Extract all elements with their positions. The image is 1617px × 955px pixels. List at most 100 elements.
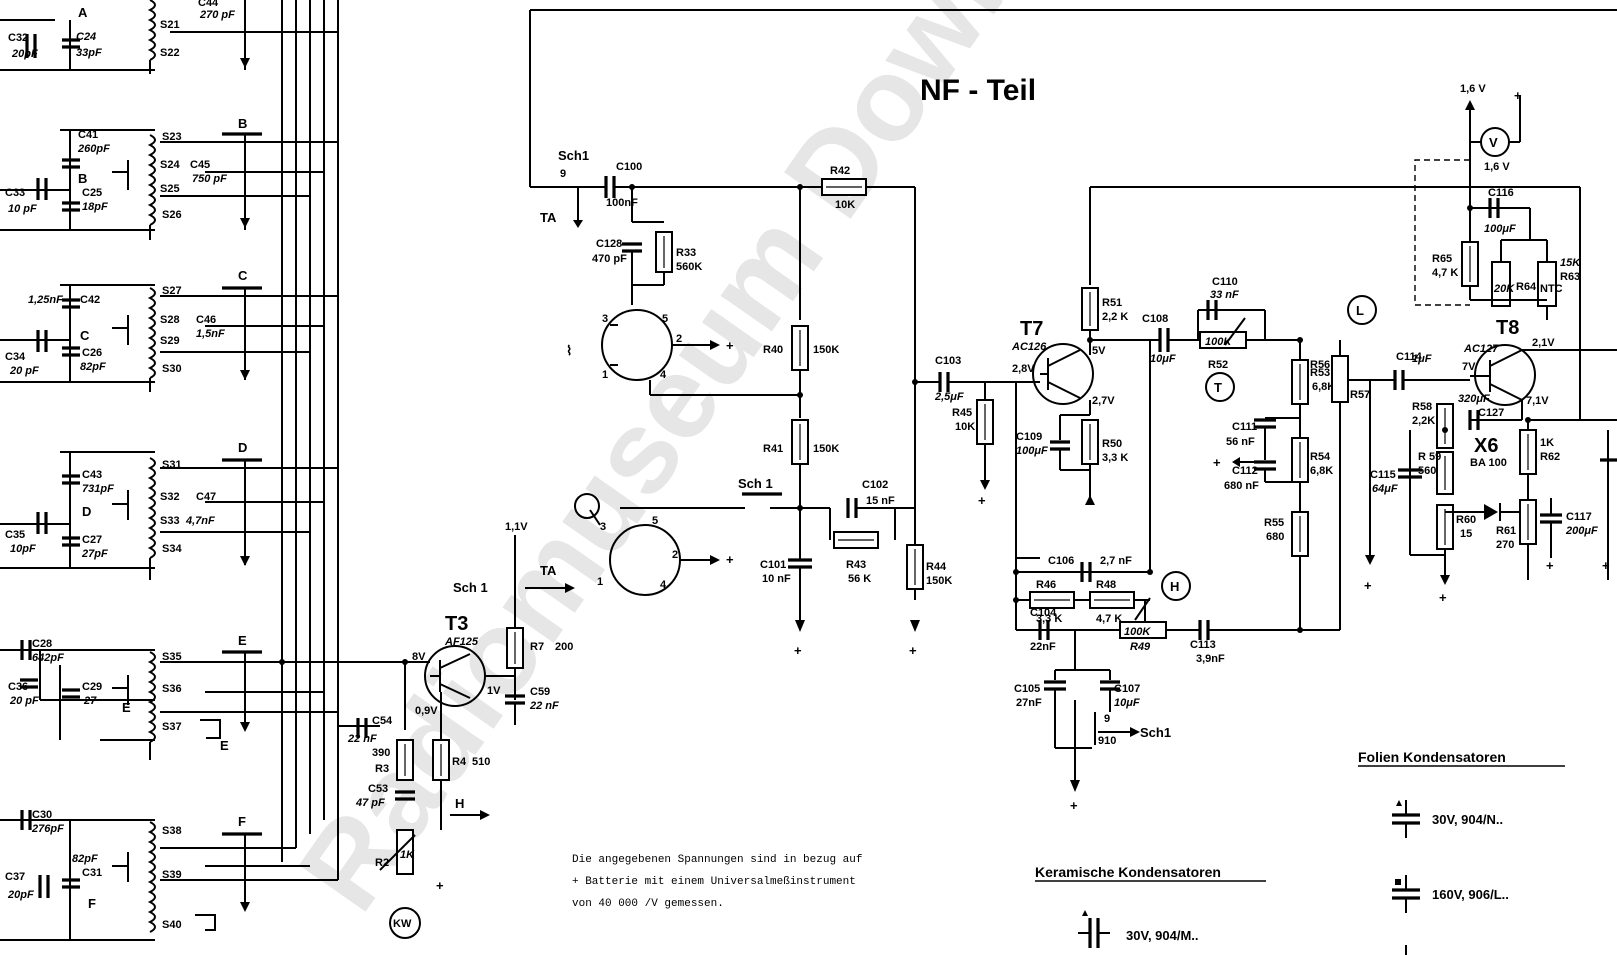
label-s22: S22: [160, 47, 180, 59]
plus-t7: +: [1070, 798, 1078, 813]
legend-foil-item-1: 30V, 904/N..: [1432, 812, 1503, 827]
c59-label: C59: [530, 686, 550, 698]
plus-din1: +: [726, 338, 734, 353]
label-s36: S36: [162, 683, 182, 695]
r54-value: 6,8K: [1310, 465, 1333, 477]
label-s24: S24: [160, 159, 180, 171]
c108-value: 10μF: [1150, 353, 1176, 365]
c108-label: C108: [1142, 313, 1168, 325]
h-marker: H: [1170, 579, 1179, 594]
label-c29: C29: [82, 681, 102, 693]
r59-label: R 59: [1418, 451, 1441, 463]
t8-type: AC127: [1463, 343, 1499, 355]
c105-label: C105: [1014, 683, 1040, 695]
t3-emitter-volt: 1V: [487, 685, 501, 697]
band-a: C32 20pF C24 33pF A S21 S22 C44 270 pF: [0, 0, 338, 74]
label-band-e: E: [122, 700, 131, 715]
c54-value: 22 nF: [347, 733, 377, 745]
label-c34-value: 20 pF: [9, 365, 39, 377]
plus-c101: +: [794, 643, 802, 658]
label-c33-value: 10 pF: [8, 203, 37, 215]
din1-pin4: 4: [660, 369, 667, 381]
plus-din2: +: [726, 552, 734, 567]
c53-label: C53: [368, 783, 388, 795]
c103-label: C103: [935, 355, 961, 367]
label-s40: S40: [162, 919, 182, 931]
page-title: NF - Teil: [920, 74, 1036, 107]
r48-value: 4,7 K: [1096, 613, 1122, 625]
label-c29-value: 27: [83, 695, 97, 707]
r46-value: 3,3 K: [1036, 613, 1062, 625]
voltage-note: Die angegebenen Spannungen sind in bezug…: [572, 854, 862, 910]
label-s32: S32: [160, 491, 180, 503]
label-s29: S29: [160, 335, 180, 347]
r4-label: R4: [452, 756, 467, 768]
plus-top: +: [1514, 88, 1522, 103]
r41-value: 150K: [813, 443, 839, 455]
c117-value: 200μF: [1565, 525, 1598, 537]
t3-label: T3: [445, 613, 468, 635]
r51-value: 2,2 K: [1102, 311, 1128, 323]
plus-c112: +: [1213, 455, 1221, 470]
label-s21: S21: [160, 19, 180, 31]
c105-value: 27nF: [1016, 697, 1042, 709]
capacitor-legend: Keramische Kondensatoren 30V, 904/M.. Fo…: [1035, 749, 1565, 955]
legend-ceramic-item: 30V, 904/M..: [1126, 928, 1199, 943]
legend-foil-title: Folien Kondensatoren: [1358, 749, 1506, 765]
r55-label: R55: [1264, 517, 1284, 529]
r53-value: 6,8K: [1312, 381, 1335, 393]
r44-value: 150K: [926, 575, 952, 587]
sch1-label-din2: Sch 1: [738, 476, 773, 491]
c101-value: 10 nF: [762, 573, 791, 585]
c114-value: 1μF: [1412, 353, 1432, 365]
band-b: C41 260pF C33 10 pF C25 18pF B S23 S24 S…: [0, 116, 338, 240]
r59-value: 560: [1418, 465, 1436, 477]
c104-value: 22nF: [1030, 641, 1056, 653]
label-c26: C26: [82, 347, 102, 359]
ta-label-t3: TA: [540, 563, 557, 578]
pin-9: 9: [1104, 713, 1110, 725]
legend-foil-item-2: 160V, 906/L..: [1432, 887, 1509, 902]
c127-label: C127: [1478, 407, 1504, 419]
l-marker: L: [1356, 303, 1364, 318]
label-c47-value: 4,7nF: [185, 515, 215, 527]
c128-label: C128: [596, 238, 622, 250]
t8-label: T8: [1496, 317, 1519, 339]
c116-label: C116: [1488, 187, 1514, 199]
r56-potentiometer: [1331, 355, 1349, 403]
label-c30-value: 276pF: [31, 823, 64, 835]
r56-label: R56: [1310, 359, 1330, 371]
preamp: R42 10K R40 150K R41 150K C101 10 nF + C…: [760, 165, 1040, 658]
t3-base-volt: 0,9V: [415, 705, 438, 717]
r42-label: R42: [830, 165, 850, 177]
label-c42: C42: [80, 294, 100, 306]
c104-label: C104: [1030, 607, 1057, 619]
c112-value: 680 nF: [1224, 480, 1259, 492]
label-s23: S23: [162, 131, 182, 143]
label-c34: C34: [5, 351, 26, 363]
kw-label: KW: [393, 918, 412, 930]
note-line-1: Die angegebenen Spannungen sind in bezug…: [572, 854, 862, 866]
label-s30: S30: [162, 363, 182, 375]
plus-c117: +: [1546, 558, 1554, 573]
label-c32: C32: [8, 32, 28, 44]
label-c30: C30: [32, 809, 52, 821]
t7-emitter-volt: 2,7V: [1092, 395, 1115, 407]
label-band-d: D: [82, 504, 91, 519]
label-c31-value: 82pF: [72, 853, 98, 865]
plus-right: +: [1602, 558, 1610, 573]
c106-value: 2,7 nF: [1100, 555, 1132, 567]
plus-r57: +: [1364, 578, 1372, 593]
r60-value: 15: [1460, 528, 1472, 540]
t8-stage: L R56 R57 C114 1μF + T8 AC127 7V 2,1V 7,…: [1310, 83, 1617, 630]
legend-ceramic-title: Keramische Kondensatoren: [1035, 864, 1221, 880]
r33-value: 560K: [676, 261, 702, 273]
label-s33: S33: [160, 515, 180, 527]
r2-value: 1K: [400, 849, 415, 861]
c113-value: 3,9nF: [1196, 653, 1225, 665]
r50-value: 3,3 K: [1102, 452, 1128, 464]
din1-pin2: 2: [676, 333, 682, 345]
label-s39: S39: [162, 869, 182, 881]
c115-value: 64μF: [1372, 483, 1398, 495]
label-c25: C25: [82, 187, 102, 199]
